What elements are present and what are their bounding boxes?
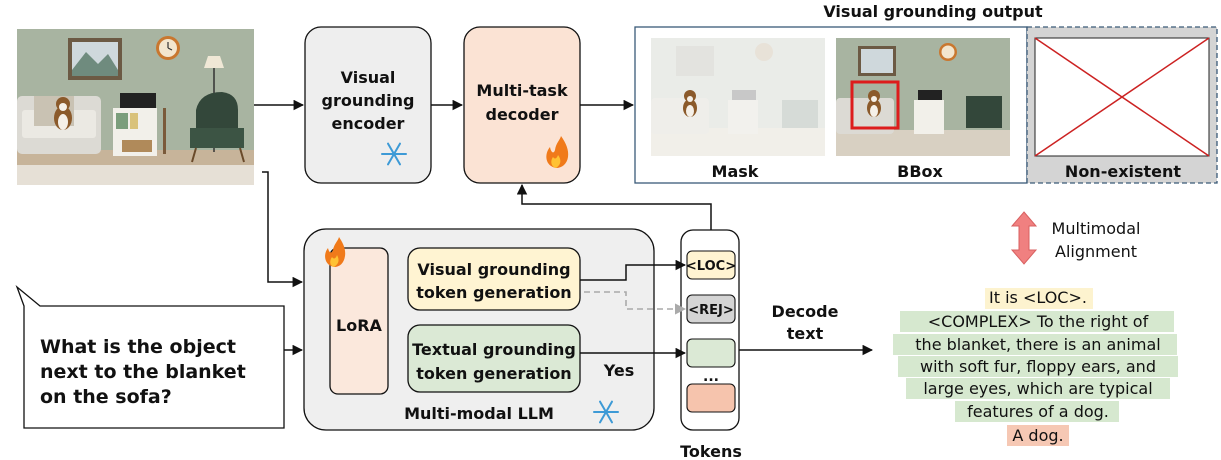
answer-line-4: with soft fur, floppy ears, and xyxy=(920,357,1156,376)
text-token xyxy=(686,338,736,368)
alignment-arrow xyxy=(1010,211,1038,265)
snowflake-icon xyxy=(381,142,407,166)
output-title: Visual grounding output xyxy=(823,2,1043,21)
yes-label: Yes xyxy=(603,361,635,380)
visual-token-gen-line-2: token generation xyxy=(416,283,571,302)
loc-token xyxy=(686,250,736,280)
mask-label: Mask xyxy=(712,162,759,181)
cross-line-2 xyxy=(1034,37,1210,157)
encoder-line-2: grounding xyxy=(322,91,415,110)
answer-line-3: the blanket, there is an animal xyxy=(915,335,1160,354)
arrow-image-to-llm xyxy=(262,171,304,288)
connectors xyxy=(254,99,874,359)
bounding-box-marker xyxy=(850,80,900,130)
textual-token-gen-line-2: token generation xyxy=(416,364,571,383)
question-line-2: next to the blanket xyxy=(40,361,246,383)
llm-snowflake-icon xyxy=(593,400,619,424)
non-existent-label: Non-existent xyxy=(1065,162,1181,181)
lora-flame-icon xyxy=(325,237,346,267)
tokens-label: Tokens xyxy=(680,442,742,460)
answer-line-1: It is <LOC>. xyxy=(989,288,1087,307)
answer-line-7: A dog. xyxy=(1012,426,1063,445)
alignment-line-2: Alignment xyxy=(1055,242,1137,261)
question-bubble xyxy=(15,284,285,429)
textual-token-gen-line-1: Textual grounding xyxy=(412,340,576,359)
ellipsis: ... xyxy=(703,369,719,385)
visual-token-gen-box xyxy=(407,247,581,311)
encoder-line-1: Visual xyxy=(341,68,396,87)
lora-box xyxy=(329,247,389,395)
decode-line-1: Decode xyxy=(772,302,839,321)
answer-line-5: large eyes, which are typical xyxy=(923,379,1152,398)
bbox-image xyxy=(836,38,1010,156)
decoder-line-2: decoder xyxy=(486,105,559,124)
decoder-line-1: Multi-task xyxy=(476,81,568,100)
answer-block: It is <LOC>. <COMPLEX> To the right of t… xyxy=(893,288,1178,446)
alignment-line-1: Multimodal xyxy=(1052,219,1141,238)
visual-token-gen-line-1: Visual grounding xyxy=(417,260,570,279)
answer-line-2: <COMPLEX> To the right of xyxy=(928,312,1149,331)
arrow-visual-gen-to-rej xyxy=(584,291,687,315)
question-line-3: on the sofa? xyxy=(40,386,172,408)
bbox-label: BBox xyxy=(897,162,943,181)
input-image xyxy=(17,29,254,185)
flame-icon xyxy=(546,136,569,168)
arrow-tokens-to-decoder xyxy=(516,183,712,230)
lora-label: LoRA xyxy=(336,316,383,335)
loc-token-label: <LOC> xyxy=(686,259,736,274)
textual-token-gen-box xyxy=(407,324,581,393)
llm-label: Multi-modal LLM xyxy=(404,404,554,423)
encoder-line-3: encoder xyxy=(332,114,405,133)
rej-token-label: <REJ> xyxy=(688,303,734,318)
question-line-1: What is the object xyxy=(40,336,236,358)
mask-image xyxy=(651,38,825,156)
answer-line-6: features of a dog. xyxy=(967,402,1109,421)
decode-line-2: text xyxy=(787,324,824,343)
arrow-visual-gen-to-loc xyxy=(580,259,687,281)
answer-token xyxy=(686,383,736,413)
rej-token xyxy=(686,294,736,324)
tokens-column xyxy=(680,229,740,431)
